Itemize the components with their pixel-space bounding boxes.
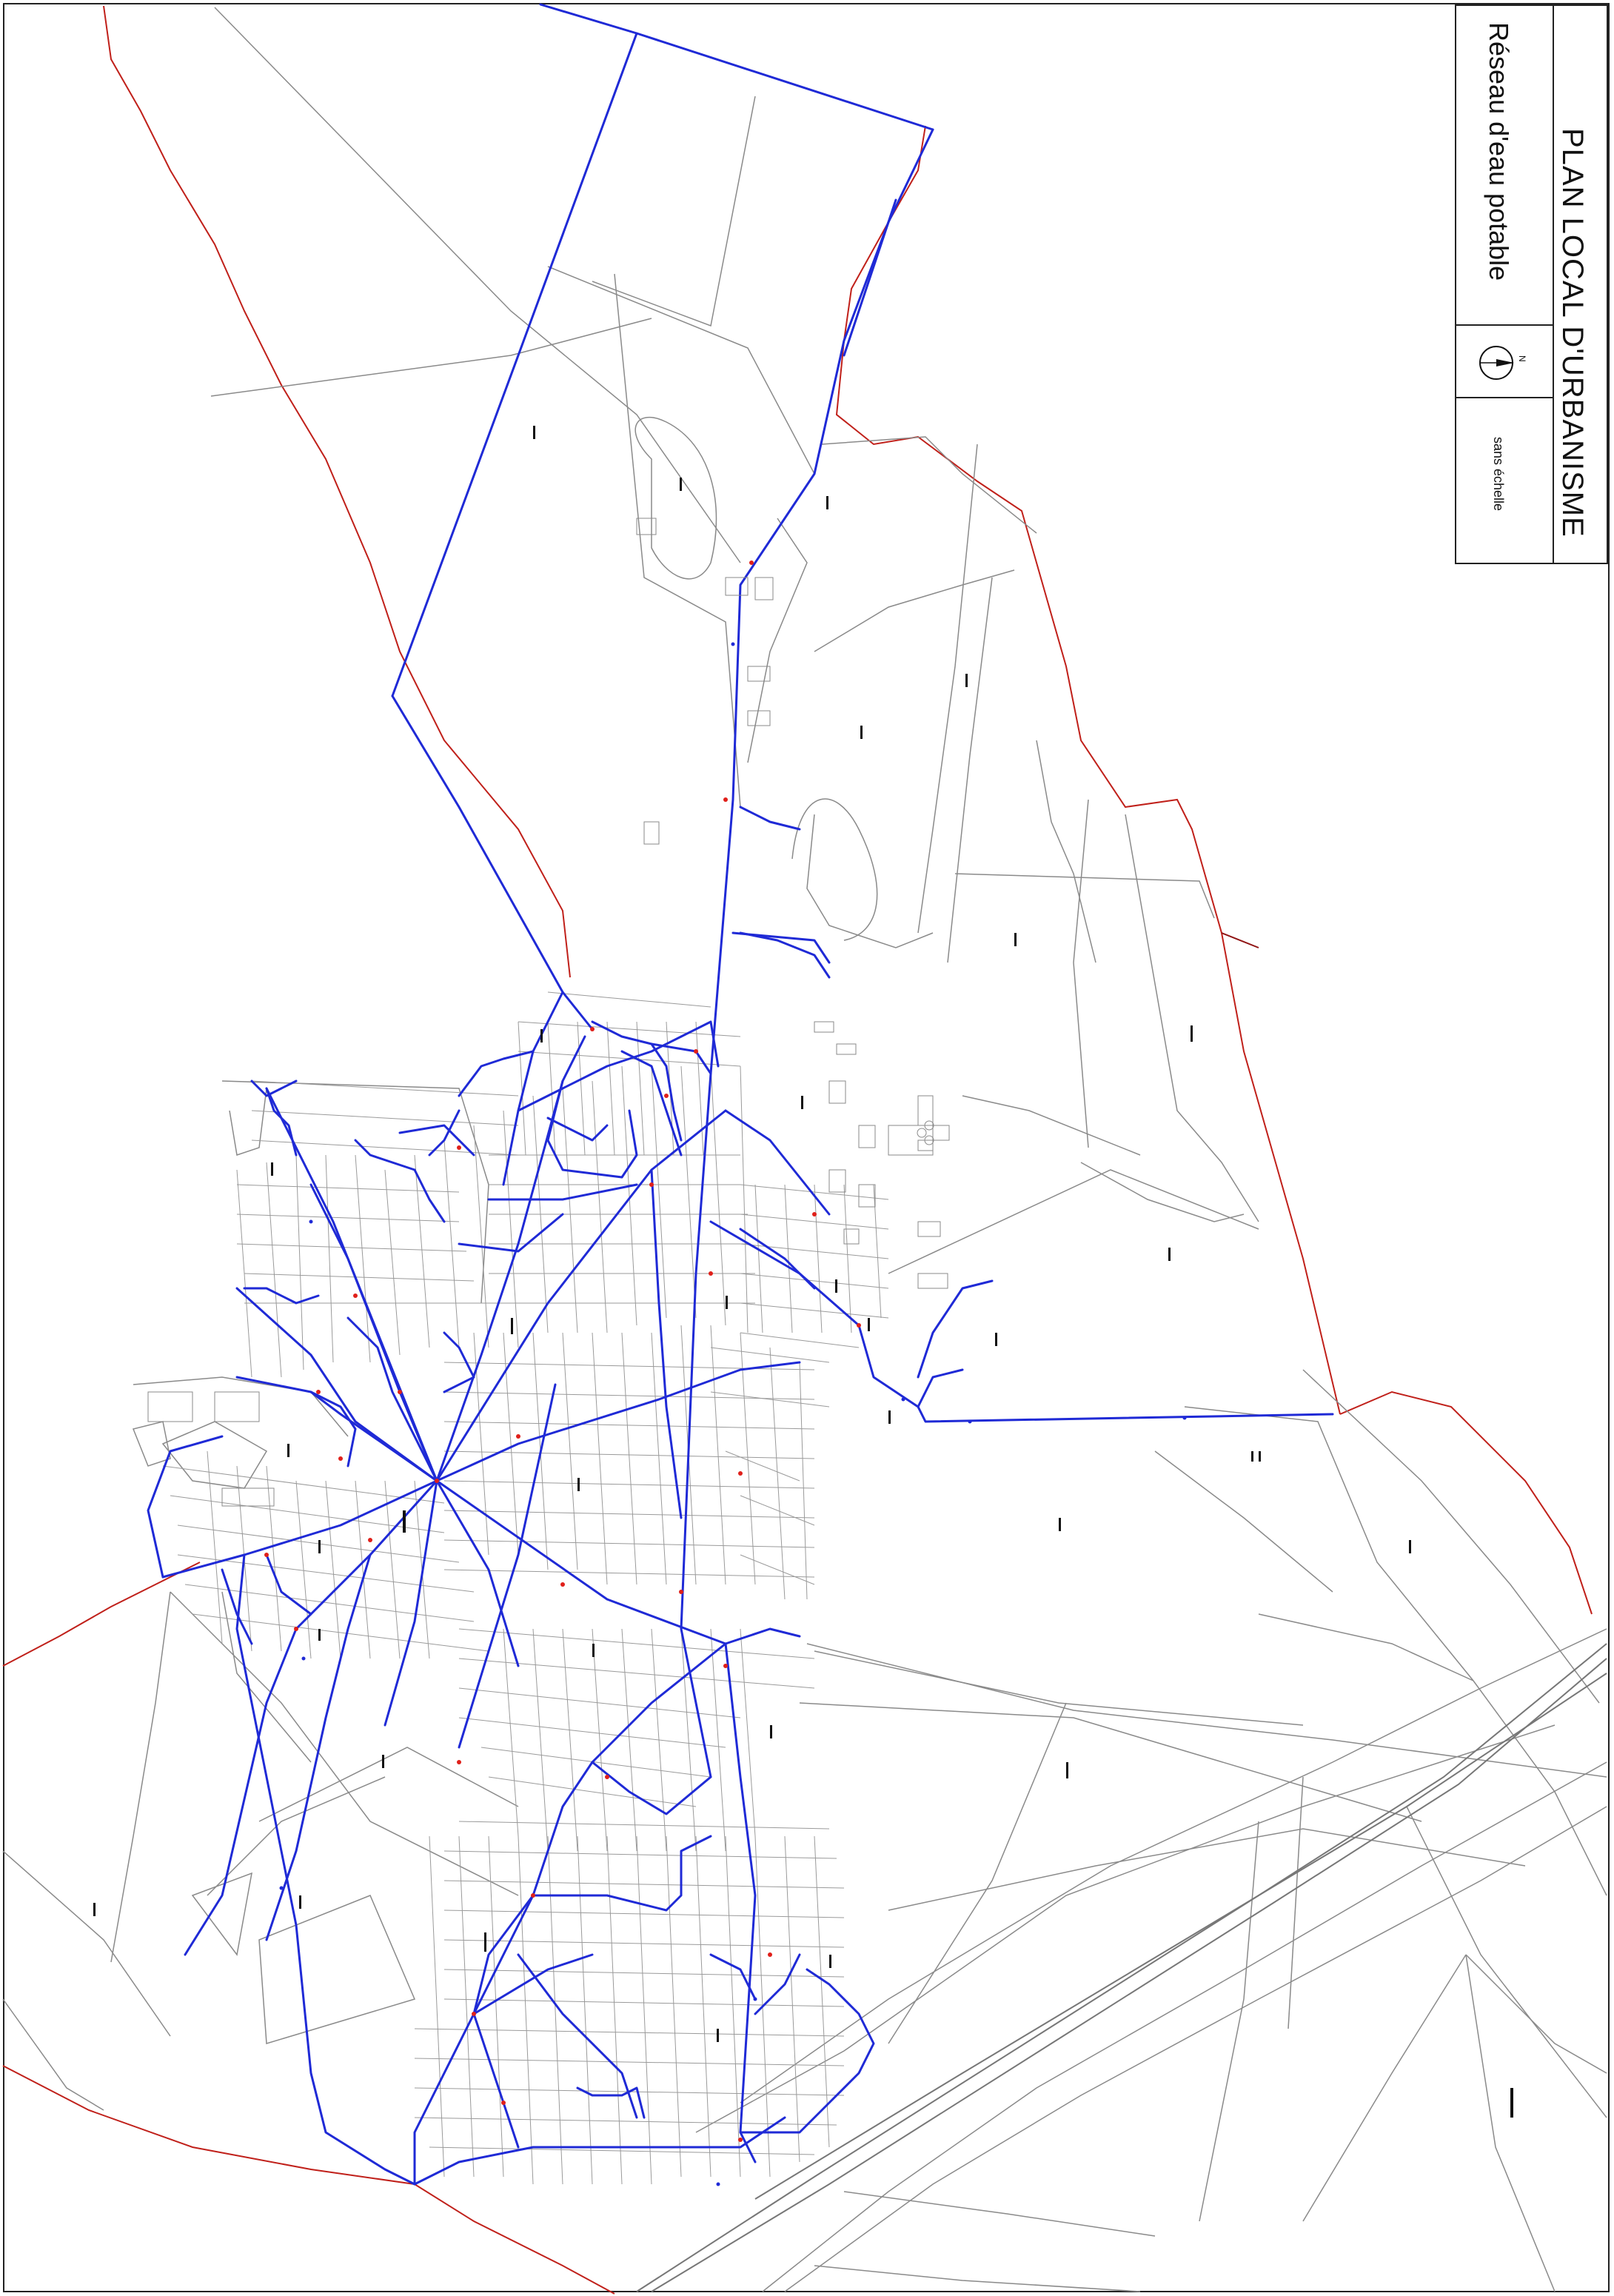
cartouche-main-column: Réseau d'eau potable N sans échelle	[1456, 6, 1554, 563]
north-arrow-icon	[1479, 346, 1514, 380]
map-subtitle: Réseau d'eau potable	[1484, 22, 1514, 281]
page-frame	[3, 3, 1610, 2292]
railway-lines	[636, 1643, 1607, 2292]
water-network	[147, 3, 1334, 2186]
cartouche-divider	[1456, 324, 1554, 326]
map-title: PLAN LOCAL D'URBANISME	[1556, 128, 1589, 538]
north-indicator: N	[1474, 341, 1536, 385]
north-label: N	[1517, 355, 1527, 362]
black-marks	[93, 426, 1513, 2118]
valves	[279, 642, 1187, 2186]
title-cartouche: Réseau d'eau potable N sans échelle PLAN…	[1455, 4, 1608, 564]
hydrants	[264, 560, 861, 2142]
cartouche-divider	[1456, 397, 1554, 398]
parcel-network	[2, 7, 1607, 2292]
commune-boundary	[2, 5, 1593, 2295]
cartouche-title-column: PLAN LOCAL D'URBANISME	[1554, 6, 1607, 563]
scale-label: sans échelle	[1491, 437, 1506, 512]
urban-parcels	[162, 991, 889, 2185]
buildings	[147, 518, 950, 1507]
